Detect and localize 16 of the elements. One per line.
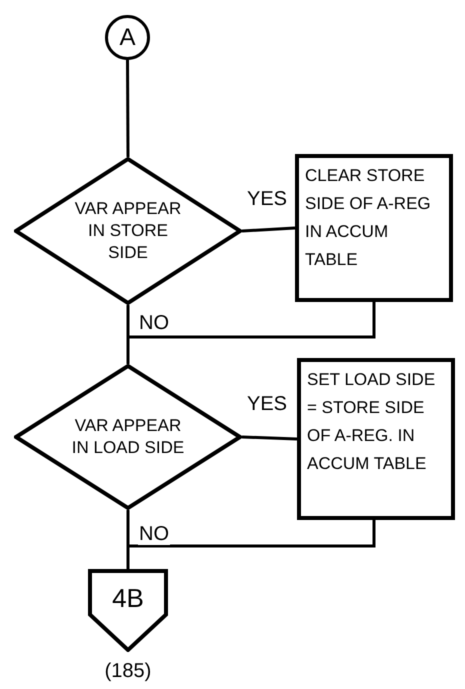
- decision-diamond: [14, 157, 242, 305]
- node-text: 4B: [112, 582, 144, 615]
- node-text: CLEAR STORE SIDE OF A-REG IN ACCUM TABLE: [305, 166, 431, 269]
- offpage-connector: [88, 569, 168, 652]
- node-text: VAR APPEAR IN LOAD SIDE: [70, 415, 186, 459]
- node-text: VAR APPEAR IN STORE SIDE: [74, 198, 182, 264]
- page-reference: (185): [104, 659, 152, 684]
- flow-line: [242, 226, 296, 232]
- process-box: [297, 358, 455, 520]
- process-box: [295, 154, 453, 302]
- node-text: A: [119, 22, 136, 52]
- flow-line: [126, 60, 130, 158]
- flow-line: [242, 436, 298, 440]
- node-text: SET LOAD SIDE = STORE SIDE OF A-REG. IN ACCUM TABLE: [307, 370, 436, 473]
- edge-label: NO: [138, 523, 170, 545]
- decision-diamond: [14, 364, 242, 510]
